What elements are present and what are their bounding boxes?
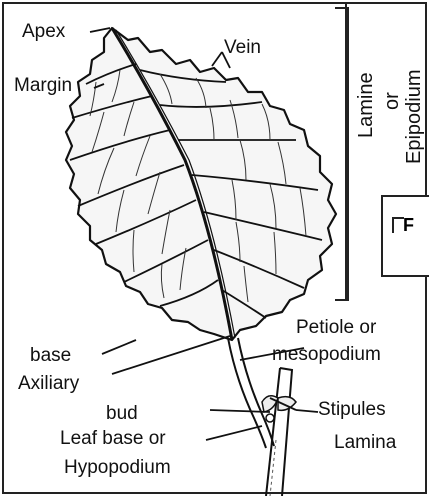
label-apex: Apex	[22, 22, 65, 41]
label-margin: Margin	[14, 76, 72, 95]
label-epipodium: Epipodium	[404, 69, 424, 164]
label-mesopodium: mesopodium	[272, 345, 381, 364]
label-axiliary: Axiliary	[18, 374, 79, 393]
label-lamine: Lamine	[356, 72, 376, 138]
inset-box: F	[381, 195, 429, 277]
label-vein: Vein	[224, 38, 261, 57]
stem-left-edge	[266, 368, 280, 496]
inset-letter: F	[403, 215, 414, 236]
label-or: or	[382, 92, 402, 110]
label-leaf-base: Leaf base or	[60, 429, 166, 448]
petiole	[228, 338, 266, 448]
label-stipules: Stipules	[318, 400, 386, 419]
axillary-bud	[266, 414, 274, 422]
label-bud: bud	[106, 404, 138, 423]
label-lamina: Lamina	[334, 433, 396, 452]
label-hypopodium: Hypopodium	[64, 458, 171, 477]
label-petiole: Petiole or	[296, 318, 376, 337]
stem-right-edge	[280, 368, 292, 496]
label-base: base	[30, 346, 71, 365]
